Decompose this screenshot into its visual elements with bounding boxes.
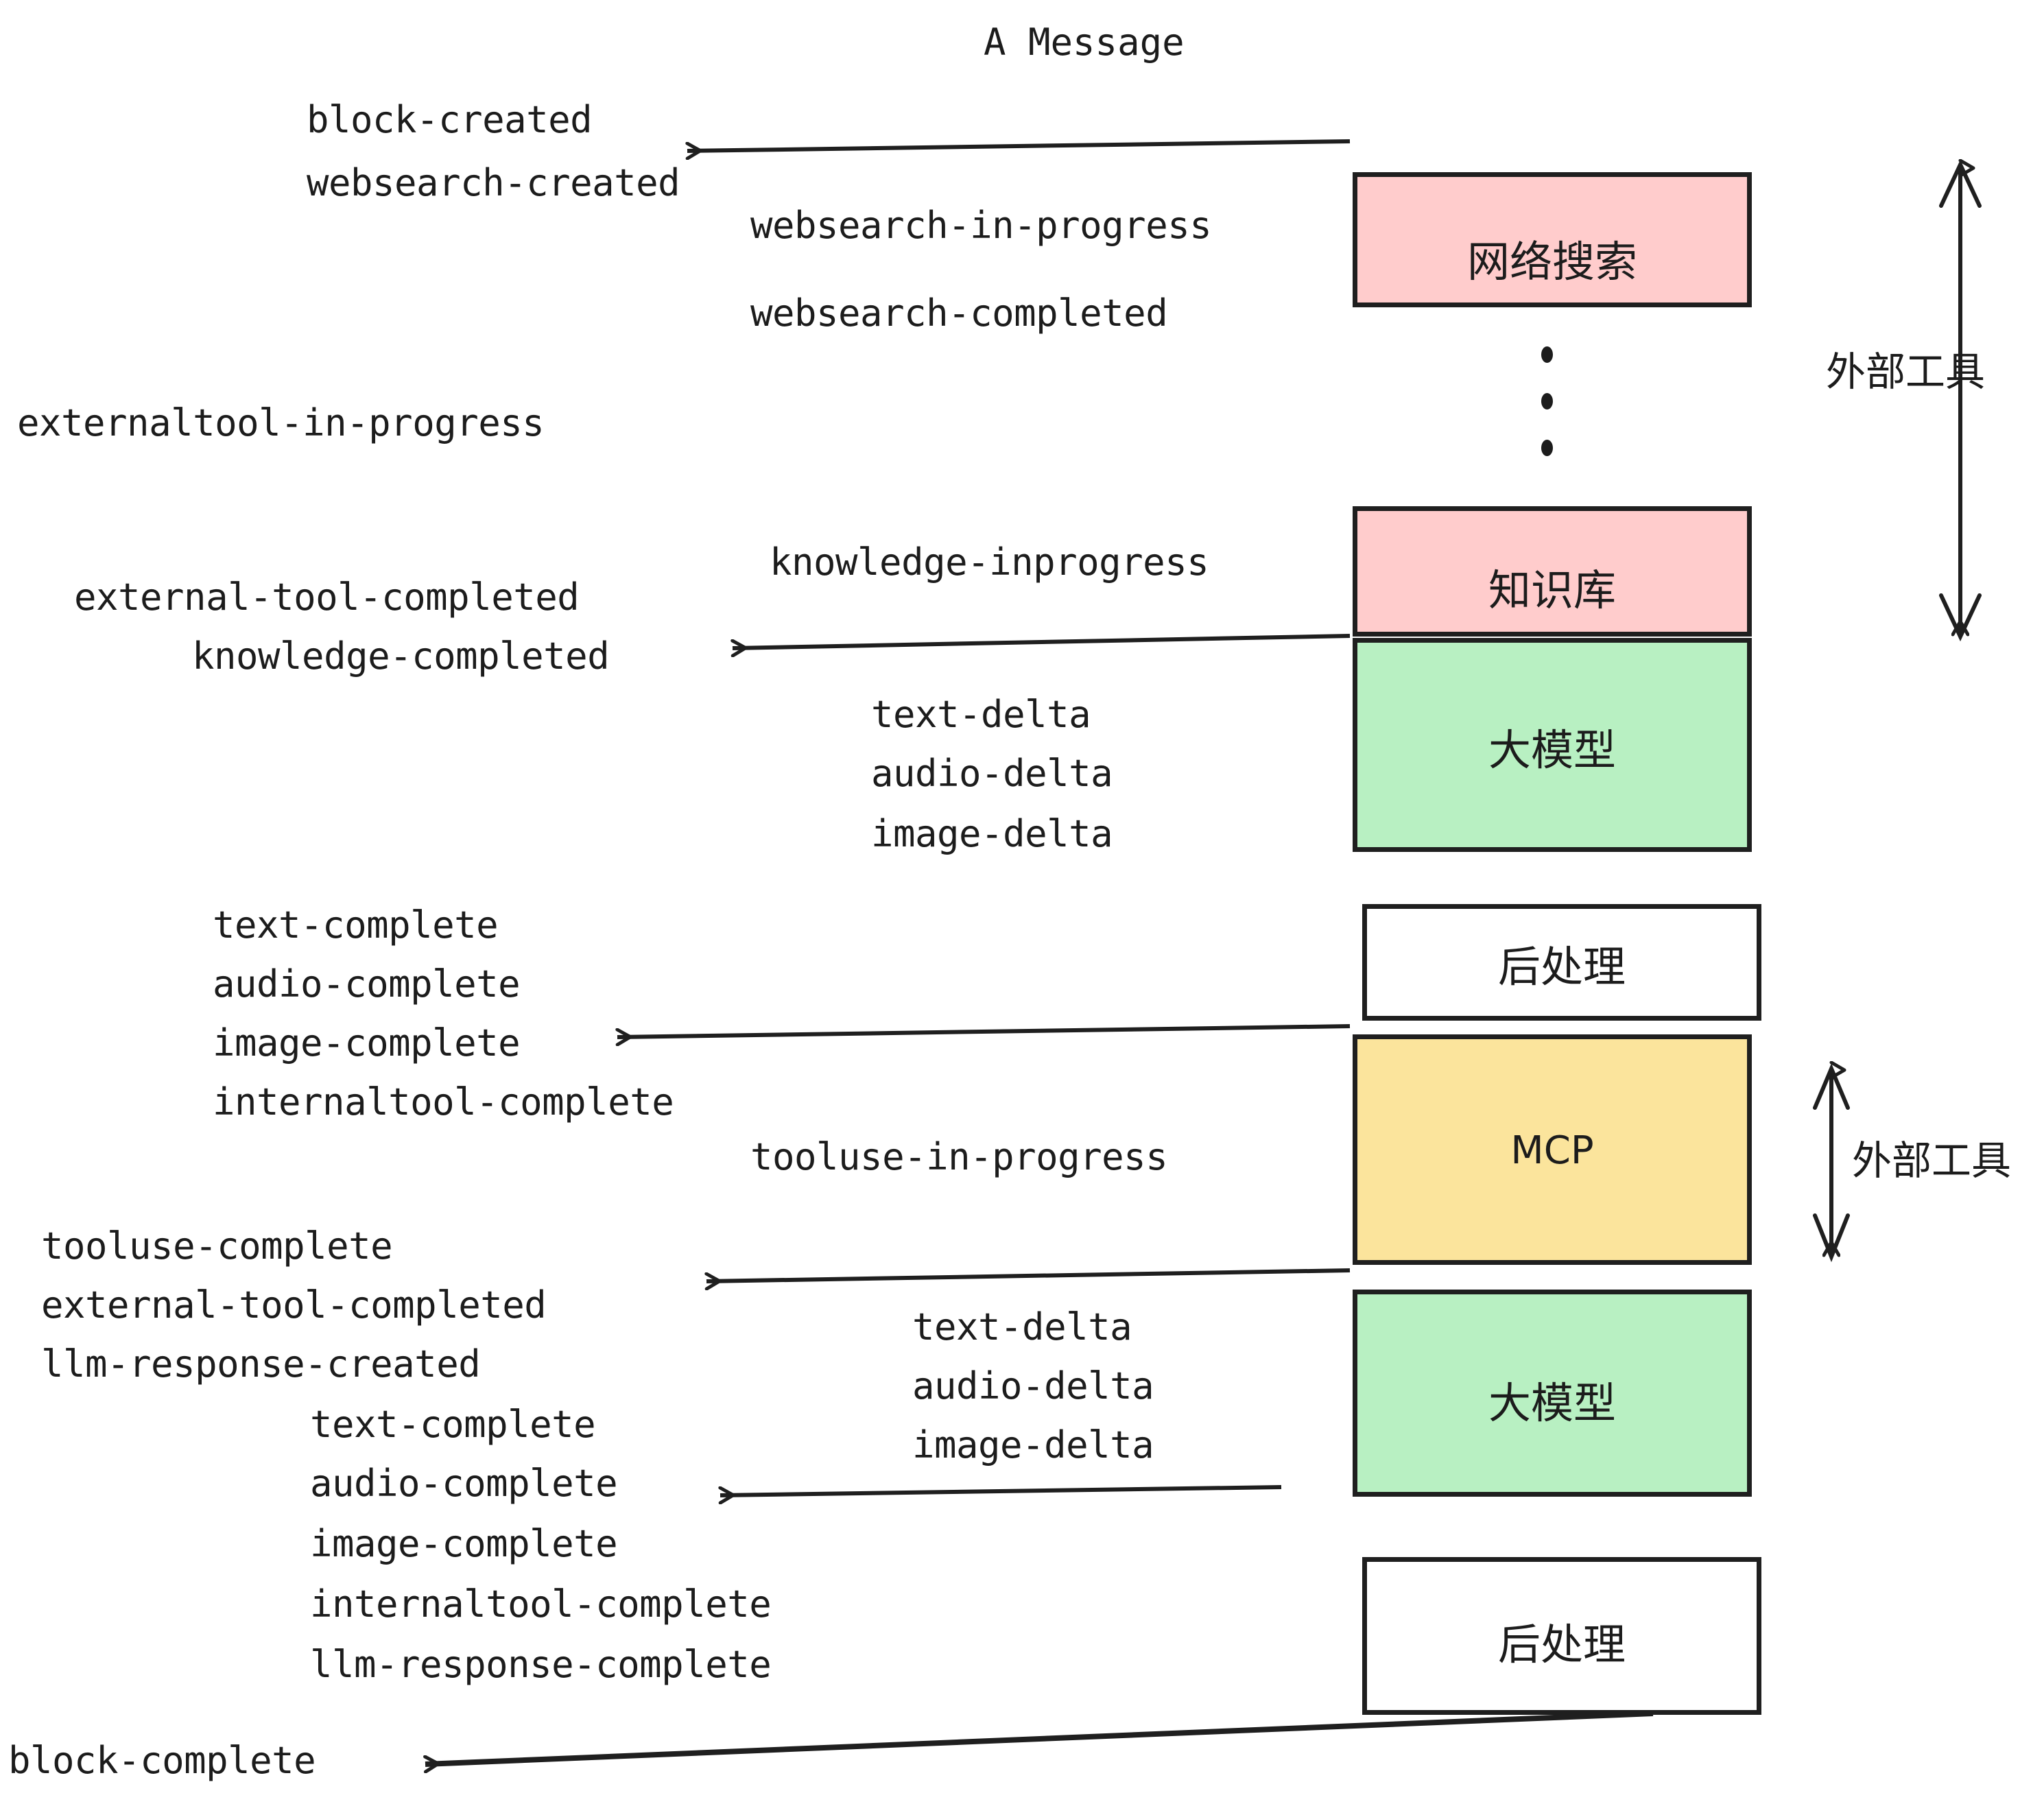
event-text-delta-2: text-delta <box>912 1305 1132 1349</box>
event-llm-response-created: llm-response-created <box>41 1342 481 1386</box>
event-block-complete: block-complete <box>8 1739 316 1782</box>
event-tooluse-complete: tooluse-complete <box>41 1224 393 1268</box>
event-image-complete-2: image-complete <box>310 1522 618 1565</box>
box-mcp[interactable]: MCP <box>1353 1034 1752 1265</box>
arrow-tooluse-complete <box>706 1268 1351 1281</box>
bracket-lower-head-up <box>1813 1063 1850 1110</box>
arrow-audio-complete <box>720 1485 1282 1495</box>
bracket-upper-head-up <box>1939 159 1982 208</box>
arrow-websearch-created <box>687 139 1351 151</box>
event-image-delta-1: image-delta <box>871 812 1113 855</box>
arrow-image-complete <box>617 1024 1351 1037</box>
event-external-tool-completed-2: external-tool-completed <box>41 1283 547 1327</box>
event-text-complete-1: text-complete <box>213 903 499 947</box>
bracket-upper-head-down <box>1939 593 1982 642</box>
event-audio-complete-1: audio-complete <box>213 962 521 1006</box>
box-postprocess-upper[interactable]: 后处理 <box>1362 904 1761 1021</box>
event-audio-delta-2: audio-delta <box>912 1364 1154 1408</box>
ellipsis-dot <box>1541 393 1553 410</box>
ellipsis-dot <box>1541 440 1553 456</box>
event-externaltool-in-progress: externaltool-in-progress <box>17 401 545 444</box>
box-postprocess-lower-label: 后处理 <box>1497 1619 1626 1670</box>
event-tooluse-in-progress: tooluse-in-progress <box>750 1135 1168 1178</box>
event-text-delta-1: text-delta <box>871 693 1091 736</box>
event-knowledge-completed: knowledge-completed <box>192 634 610 678</box>
arrow-block-complete <box>425 1711 1654 1764</box>
box-llm-upper-label: 大模型 <box>1488 725 1616 775</box>
event-external-tool-completed-1: external-tool-completed <box>74 575 580 619</box>
diagram-title: A Message <box>984 21 1185 64</box>
event-audio-complete-2: audio-complete <box>310 1462 618 1505</box>
event-text-complete-2: text-complete <box>310 1403 596 1446</box>
box-knowledge[interactable]: 知识库 <box>1353 506 1752 637</box>
bracket-lower-head-down <box>1813 1213 1850 1263</box>
box-postprocess-lower[interactable]: 后处理 <box>1362 1557 1761 1715</box>
event-websearch-created: websearch-created <box>307 161 680 204</box>
event-image-complete-1: image-complete <box>213 1021 521 1065</box>
event-audio-delta-1: audio-delta <box>871 752 1113 795</box>
event-websearch-completed: websearch-completed <box>750 292 1168 335</box>
box-llm-lower[interactable]: 大模型 <box>1353 1290 1752 1497</box>
event-websearch-in-progress: websearch-in-progress <box>750 204 1212 247</box>
event-image-delta-2: image-delta <box>912 1423 1154 1467</box>
vertical-ellipsis <box>1540 346 1554 456</box>
external-tools-label-lower: 外部工具 <box>1852 1137 2012 1184</box>
box-llm-lower-label: 大模型 <box>1488 1378 1616 1428</box>
box-llm-upper[interactable]: 大模型 <box>1353 638 1752 852</box>
arrow-knowledge-completed <box>733 634 1351 648</box>
event-internaltool-complete-1: internaltool-complete <box>213 1080 674 1124</box>
event-internaltool-complete-2: internaltool-complete <box>310 1582 772 1626</box>
ellipsis-dot <box>1541 346 1553 363</box>
box-knowledge-label: 知识库 <box>1488 565 1616 615</box>
box-postprocess-upper-label: 后处理 <box>1497 942 1626 992</box>
event-block-created: block-created <box>307 98 593 141</box>
event-knowledge-inprogress: knowledge-inprogress <box>770 541 1209 584</box>
box-websearch-label: 网络搜索 <box>1466 236 1637 287</box>
external-tools-label-upper: 外部工具 <box>1826 348 1986 395</box>
event-llm-response-complete: llm-response-complete <box>310 1643 772 1686</box>
box-mcp-label: MCP <box>1510 1128 1594 1173</box>
box-websearch[interactable]: 网络搜索 <box>1353 172 1752 307</box>
